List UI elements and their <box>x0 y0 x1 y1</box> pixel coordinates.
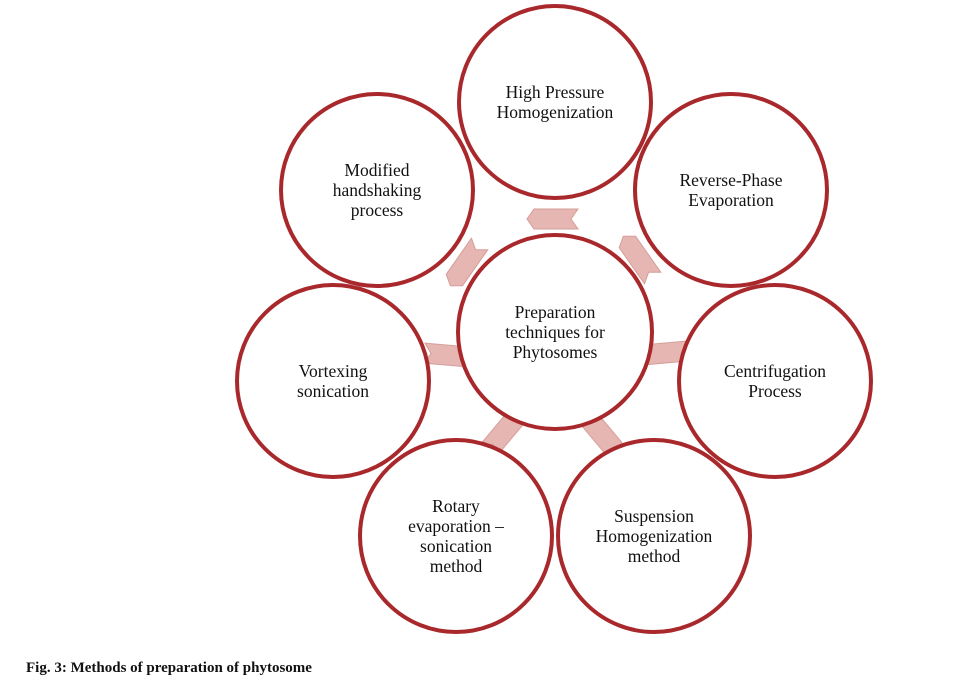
arrow-shape <box>445 237 489 287</box>
method-rotary-evaporation-sonication-method-label-line: Rotary <box>432 496 480 516</box>
method-rotary-evaporation-sonication-method-circle <box>358 438 554 634</box>
method-high-pressure-homogenization-circle <box>457 4 653 200</box>
method-modified-handshaking-process-label-line: Modified <box>344 160 409 180</box>
method-reverse-phase-evaporation-circle <box>633 92 829 288</box>
method-vortexing-sonication-label-line: sonication <box>297 381 369 401</box>
circles-layer: High PressureHomogenizationReverse-Phase… <box>235 4 873 634</box>
arrow-shape <box>618 235 662 285</box>
method-reverse-phase-evaporation-label-line: Evaporation <box>688 190 774 210</box>
method-centrifugation-process-circle <box>677 283 873 479</box>
figure-caption: Fig. 3: Methods of preparation of phytos… <box>26 660 312 676</box>
method-modified-handshaking-process-label-line: process <box>351 200 404 220</box>
method-modified-handshaking-process-circle <box>279 92 475 288</box>
method-high-pressure-homogenization-label-line: Homogenization <box>497 102 614 122</box>
method-high-pressure-homogenization-label-line: High Pressure <box>506 82 605 102</box>
method-modified-handshaking-process-label-line: handshaking <box>333 180 422 200</box>
method-suspension-homogenization-method-label-line: method <box>628 546 681 566</box>
method-suspension-homogenization-method-circle <box>556 438 752 634</box>
method-vortexing-sonication-circle <box>235 283 431 479</box>
method-suspension-homogenization-method-label-line: Suspension <box>614 506 694 526</box>
method-vortexing-sonication-label-line: Vortexing <box>299 361 368 381</box>
method-reverse-phase-evaporation-label-line: Reverse-Phase <box>679 170 782 190</box>
method-centrifugation-process-label-line: Process <box>748 381 802 401</box>
method-rotary-evaporation-sonication-method-label-line: sonication <box>420 536 492 556</box>
center-topic-label-line: Preparation <box>515 302 596 322</box>
method-suspension-homogenization-method-label-line: Homogenization <box>596 526 713 546</box>
center-topic-label-line: techniques for <box>505 322 605 342</box>
method-centrifugation-process-label-line: Centrifugation <box>724 361 826 381</box>
method-rotary-evaporation-sonication-method-label-line: evaporation – <box>408 516 504 536</box>
arrow-shape <box>526 208 579 230</box>
center-topic-label-line: Phytosomes <box>513 342 598 362</box>
center-topic-circle <box>456 233 654 431</box>
method-rotary-evaporation-sonication-method-label-line: method <box>430 556 483 576</box>
